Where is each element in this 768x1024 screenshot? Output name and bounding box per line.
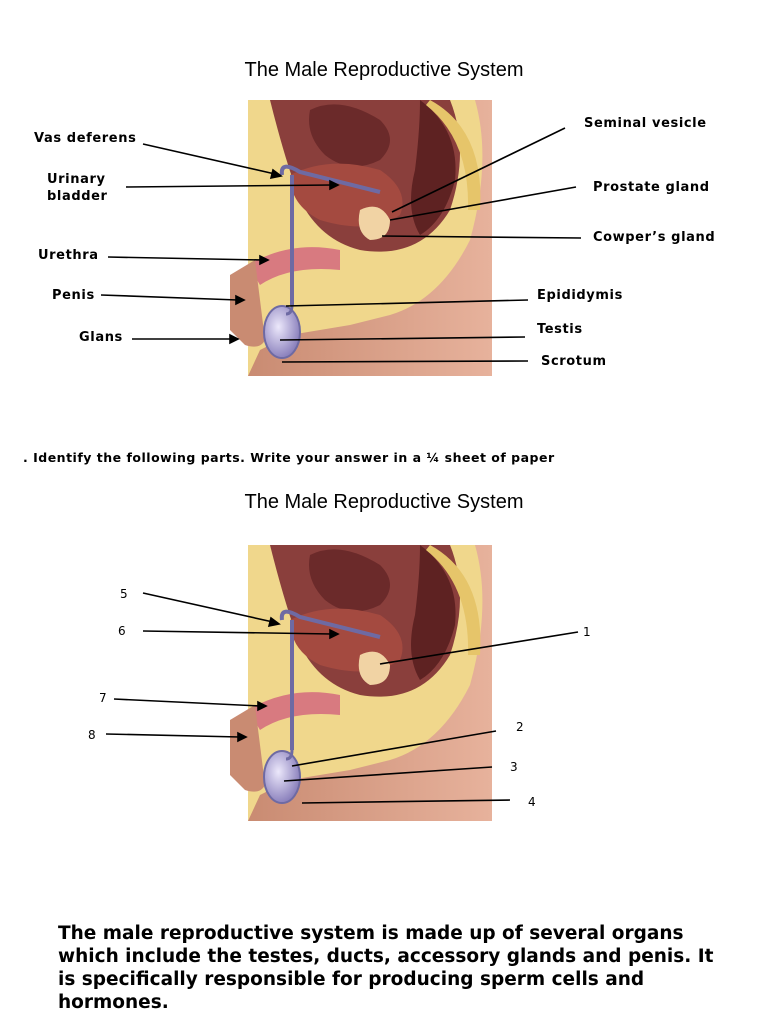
- summary-paragraph: The male reproductive system is made up …: [58, 923, 714, 1013]
- label-penis: Penis: [52, 288, 95, 303]
- diagram-number-4: 4: [528, 795, 536, 809]
- anatomy-illustration-bottom: [230, 545, 492, 821]
- diagram-number-8: 8: [88, 728, 96, 742]
- page-title-bottom: The Male Reproductive System: [244, 491, 524, 513]
- label-urinary-bladder-line2: bladder: [47, 189, 108, 204]
- diagram-number-5: 5: [120, 587, 128, 601]
- label-urethra: Urethra: [38, 248, 99, 263]
- label-scrotum: Scrotum: [541, 354, 607, 369]
- diagram-number-1: 1: [583, 625, 591, 639]
- label-vas-deferens: Vas deferens: [34, 131, 137, 146]
- diagram-number-3: 3: [510, 760, 518, 774]
- label-cowpers-gland: Cowper’s gland: [593, 230, 716, 245]
- label-epididymis: Epididymis: [537, 288, 623, 303]
- page-title-top: The Male Reproductive System: [244, 59, 524, 81]
- label-seminal-vesicle: Seminal vesicle: [584, 116, 707, 131]
- label-prostate-gland: Prostate gland: [593, 180, 710, 195]
- diagram-number-7: 7: [99, 691, 107, 705]
- label-lines-top: [100, 127, 582, 363]
- label-urinary-bladder-line1: Urinary: [47, 172, 106, 187]
- label-glans: Glans: [79, 330, 123, 345]
- diagram-number-2: 2: [516, 720, 524, 734]
- instruction-text: . Identify the following parts. Write yo…: [23, 450, 555, 465]
- anatomy-illustration-top: [230, 100, 492, 376]
- diagram-number-6: 6: [118, 624, 126, 638]
- label-testis: Testis: [537, 322, 583, 337]
